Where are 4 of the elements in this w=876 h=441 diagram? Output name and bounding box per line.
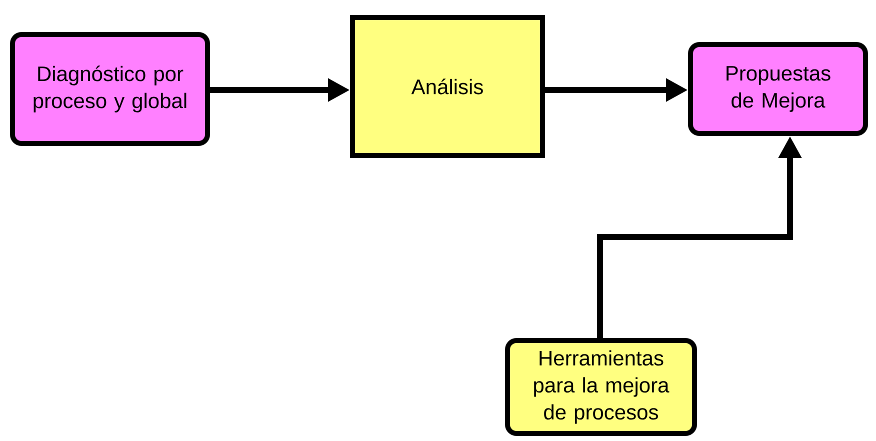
process-box: Análisis	[350, 14, 545, 158]
process-box: Propuestas de Mejora	[688, 42, 868, 136]
process-box: Diagnóstico por proceso y global	[10, 32, 210, 146]
process-box: Herramientas para la mejora de procesos	[505, 338, 697, 436]
